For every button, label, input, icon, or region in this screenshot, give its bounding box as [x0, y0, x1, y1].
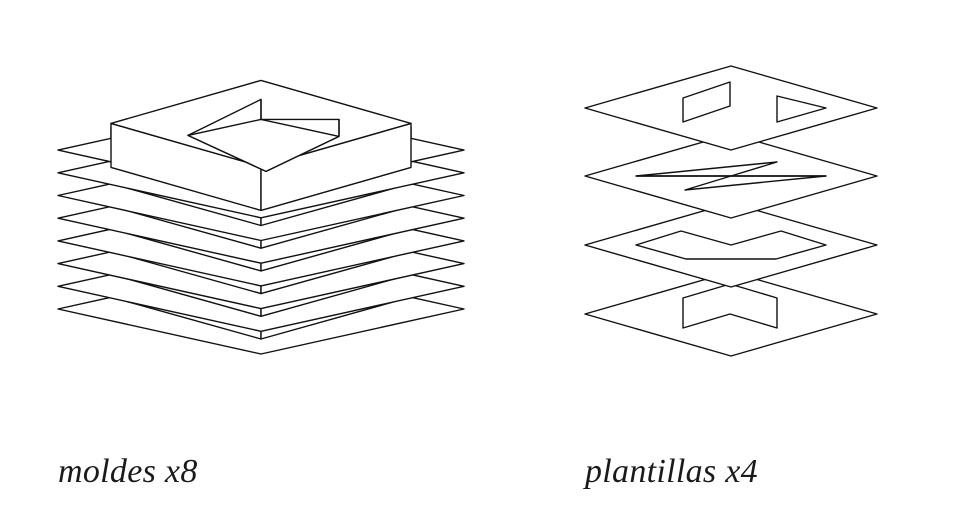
cutout-chevron [635, 230, 827, 260]
mold-cavity [187, 98, 340, 173]
template-cutout-chevron [635, 230, 827, 260]
template-cutout-parallelogram-and-triangle [682, 81, 827, 123]
template-plate [584, 133, 878, 219]
templates-stack-illustration [584, 65, 878, 357]
template-plate [584, 65, 878, 151]
template-sheet [584, 65, 878, 151]
cutout-parallelogram [682, 81, 731, 123]
template-plate [584, 202, 878, 288]
template-plate [584, 271, 878, 357]
templates-caption: plantillas x4 [585, 453, 758, 490]
molds-caption: moldes x8 [58, 453, 198, 490]
cutout-triangle [776, 95, 827, 123]
template-cutout-two-triangles [635, 161, 827, 191]
mold-top-block [110, 79, 412, 212]
molds-stack-illustration [57, 79, 465, 355]
